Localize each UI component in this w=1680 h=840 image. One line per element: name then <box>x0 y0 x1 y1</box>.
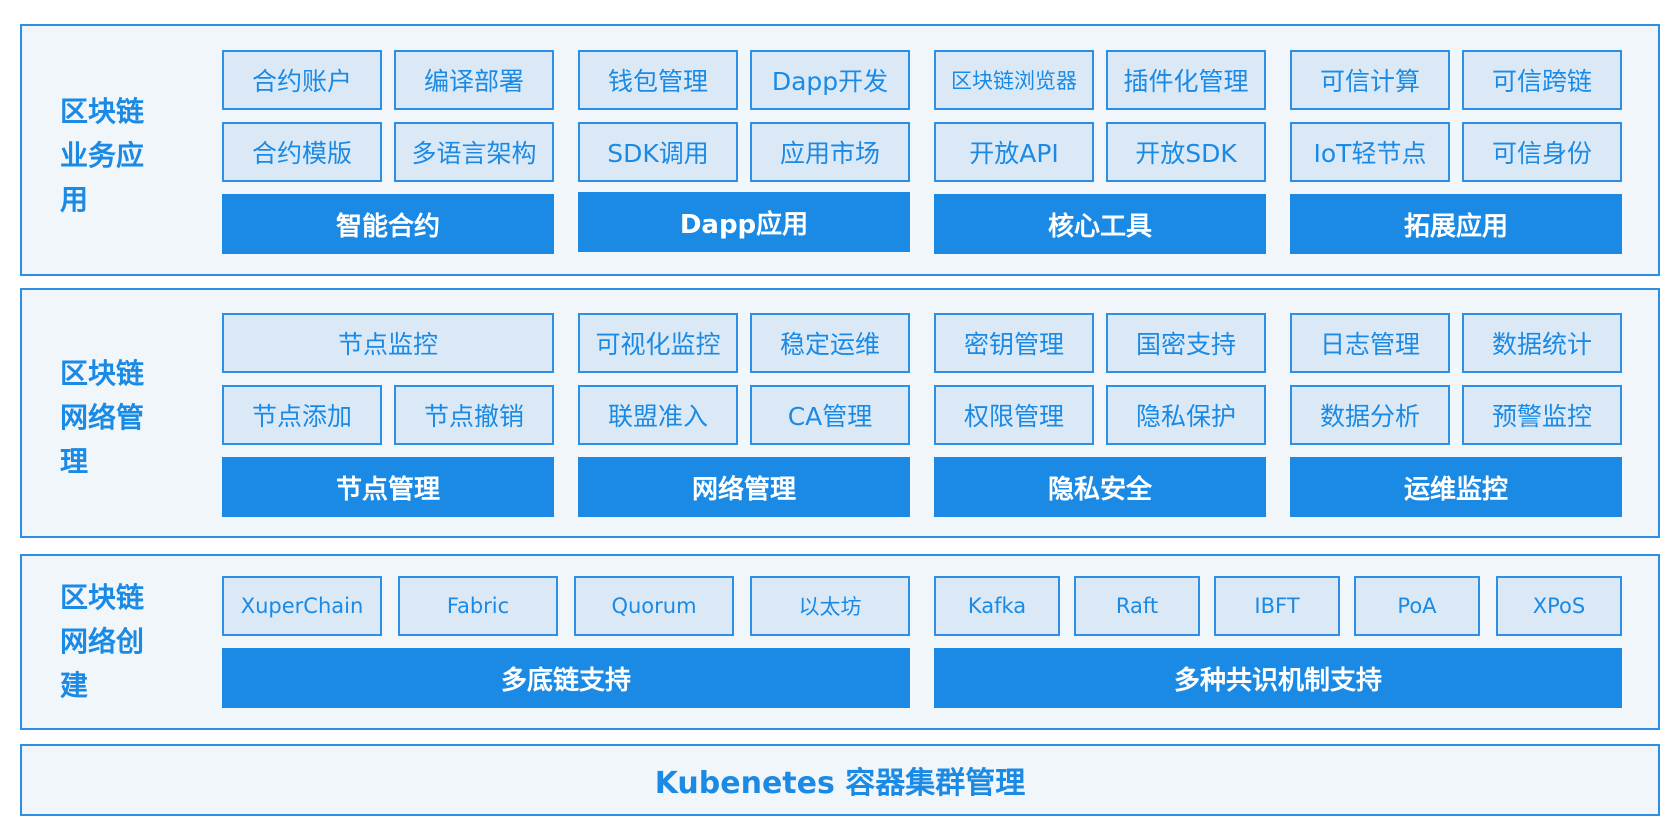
category-multi-chain: 多底链支持 <box>222 648 910 708</box>
layer-kubernetes-base: Kubenetes 容器集群管理 <box>20 744 1660 816</box>
module-privacy-protect: 隐私保护 <box>1106 385 1266 445</box>
module-node-monitor: 节点监控 <box>222 313 554 373</box>
chain-quorum: Quorum <box>574 576 734 636</box>
module-explorer: 区块链浏览器 <box>934 50 1094 110</box>
module-sm-crypto: 国密支持 <box>1106 313 1266 373</box>
module-ca-mgmt: CA管理 <box>750 385 910 445</box>
category-consensus: 多种共识机制支持 <box>934 648 1622 708</box>
category-network-mgmt: 网络管理 <box>578 457 910 517</box>
module-contract-account: 合约账户 <box>222 50 382 110</box>
base-title: Kubenetes 容器集群管理 <box>654 766 1026 801</box>
consensus-ibft: IBFT <box>1214 576 1340 636</box>
module-iot-light-node: IoT轻节点 <box>1290 122 1450 182</box>
category-node-mgmt: 节点管理 <box>222 457 554 517</box>
module-app-market: 应用市场 <box>750 122 910 182</box>
category-core-tools: 核心工具 <box>934 194 1266 254</box>
module-visual-monitor: 可视化监控 <box>578 313 738 373</box>
module-trusted-crosschain: 可信跨链 <box>1462 50 1622 110</box>
layer-title: 区块链业务应用 <box>60 95 145 216</box>
consensus-kafka: Kafka <box>934 576 1060 636</box>
module-plugin-mgmt: 插件化管理 <box>1106 50 1266 110</box>
category-ops-monitor: 运维监控 <box>1290 457 1622 517</box>
layer-title: 区块链网络创建 <box>60 581 145 702</box>
module-key-mgmt: 密钥管理 <box>934 313 1094 373</box>
module-alert-monitor: 预警监控 <box>1462 385 1622 445</box>
module-contract-template: 合约模版 <box>222 122 382 182</box>
module-alliance-access: 联盟准入 <box>578 385 738 445</box>
layer-title: 区块链网络管理 <box>60 357 145 478</box>
chain-ethereum: 以太坊 <box>750 576 910 636</box>
module-wallet: 钱包管理 <box>578 50 738 110</box>
category-privacy-security: 隐私安全 <box>934 457 1266 517</box>
module-node-revoke: 节点撤销 <box>394 385 554 445</box>
module-dapp-dev: Dapp开发 <box>750 50 910 110</box>
category-smart-contract: 智能合约 <box>222 194 554 254</box>
module-trusted-identity: 可信身份 <box>1462 122 1622 182</box>
module-stable-ops: 稳定运维 <box>750 313 910 373</box>
category-dapp: Dapp应用 <box>578 192 910 252</box>
category-extended-apps: 拓展应用 <box>1290 194 1622 254</box>
module-sdk-call: SDK调用 <box>578 122 738 182</box>
module-permission-mgmt: 权限管理 <box>934 385 1094 445</box>
consensus-xpos: XPoS <box>1496 576 1622 636</box>
module-data-stats: 数据统计 <box>1462 313 1622 373</box>
consensus-raft: Raft <box>1074 576 1200 636</box>
chain-xuperchain: XuperChain <box>222 576 382 636</box>
module-data-analysis: 数据分析 <box>1290 385 1450 445</box>
chain-fabric: Fabric <box>398 576 558 636</box>
consensus-poa: PoA <box>1354 576 1480 636</box>
module-log-mgmt: 日志管理 <box>1290 313 1450 373</box>
module-open-api: 开放API <box>934 122 1094 182</box>
module-trusted-compute: 可信计算 <box>1290 50 1450 110</box>
module-open-sdk: 开放SDK <box>1106 122 1266 182</box>
module-compile-deploy: 编译部署 <box>394 50 554 110</box>
module-node-add: 节点添加 <box>222 385 382 445</box>
module-multi-language: 多语言架构 <box>394 122 554 182</box>
